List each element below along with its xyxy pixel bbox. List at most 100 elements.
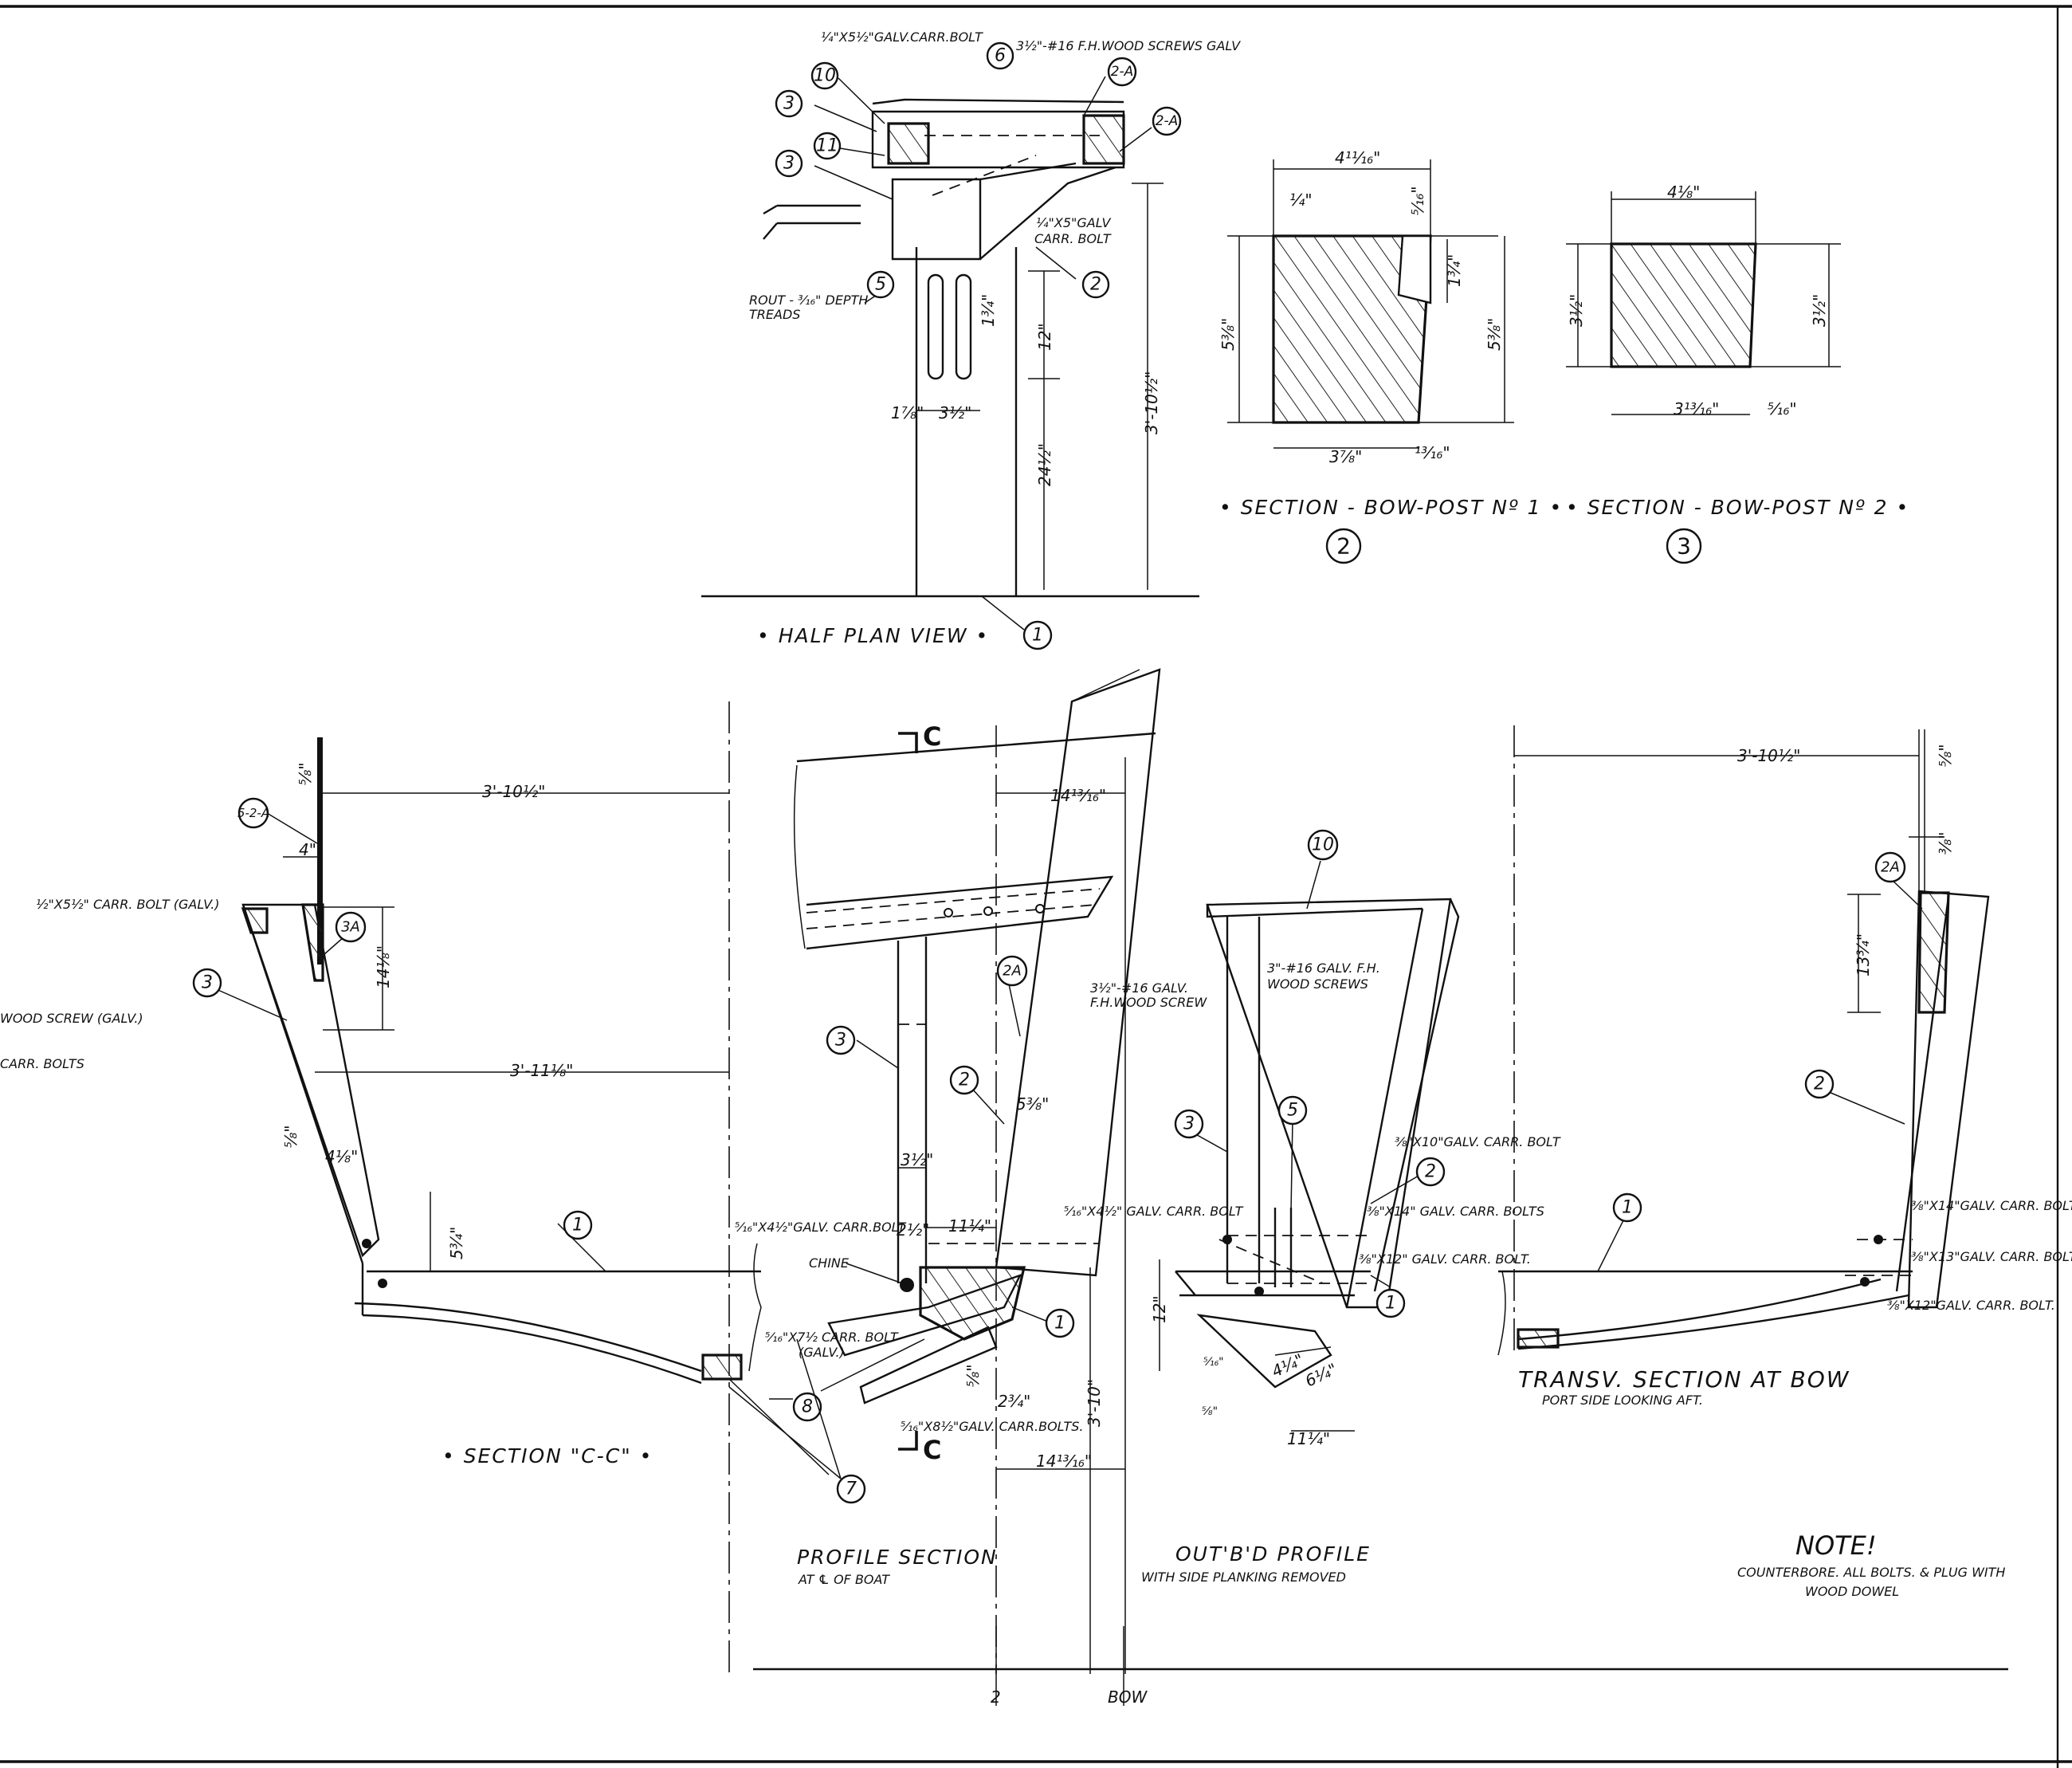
rout-note: ROUT - ³⁄₁₆" DEPTH <box>749 293 868 308</box>
bow-station-label: BOW <box>1108 1687 1148 1707</box>
callout-11 <box>813 132 842 160</box>
callout-6 <box>986 41 1014 70</box>
post2-height-left: 3½" <box>1567 294 1586 327</box>
note-line-1: COUNTERBORE. ALL BOLTS. & PLUG WITH <box>1737 1565 2005 1580</box>
callout-3-outbd <box>1174 1109 1204 1139</box>
callout-10-outbd <box>1307 829 1339 861</box>
svg-text:1: 1 <box>1622 1198 1633 1218</box>
svg-text:1: 1 <box>1032 626 1043 646</box>
post1-dim-5-16: ⁵⁄₁₆" <box>1408 186 1427 215</box>
svg-text:10: 10 <box>814 66 836 86</box>
outbd-bolt-4-note: ⁵⁄₁₆"X4½" GALV. CARR. BOLT <box>1064 1204 1244 1219</box>
dim-12: 12" <box>1035 323 1054 351</box>
svg-text:5-2-A: 5-2-A <box>237 806 269 820</box>
profile-dim-3-1-2: 3½" <box>901 1150 933 1169</box>
svg-text:2: 2 <box>1425 1162 1436 1182</box>
callout-2a <box>1107 57 1137 87</box>
plan-galv-bolt-note: ¼"X5"GALV <box>1036 215 1111 230</box>
profile-screw-note-2: F.H.WOOD SCREW <box>1090 995 1207 1010</box>
sheet-frame: 2 BOW <box>0 5 2072 1768</box>
bow-post-1-section: 4¹¹⁄₁₆" ¼" ⁵⁄₁₆" 1¾" 5⅜" 5⅜" 3⅞" ¹³⁄₁₆" … <box>1218 148 1561 564</box>
profile-dim-2-1-2: 2½" <box>897 1220 929 1240</box>
callout-5 <box>866 270 895 299</box>
svg-text:1: 1 <box>1054 1314 1065 1334</box>
cc-dim-3-10-1-2: 3'-10½" <box>482 782 545 801</box>
half-plan-view: 10 6 2-A 2-A 3 11 3 5 2 1 ¼"X5½"GALV.CAR… <box>701 29 1241 650</box>
dim-3-10-1-2: 3'-10½" <box>1142 371 1161 434</box>
post2-height-right: 3½" <box>1810 294 1829 327</box>
cc-carr-bolt-note: ½"X5½" CARR. BOLT (GALV.) <box>36 897 220 912</box>
cut-mark-top: C <box>923 721 941 752</box>
svg-text:2: 2 <box>1814 1075 1825 1094</box>
cc-dim-4: 4" <box>299 840 316 859</box>
profile-dim-2-3-4: 2¾" <box>998 1392 1030 1411</box>
callout-2a-transv <box>1874 851 1906 883</box>
transverse-section: 2A 2 1 ⅜"X14"GALV. CARR. BOLT ⅜"X13"GALV… <box>1497 725 2072 1408</box>
svg-text:3: 3 <box>1183 1114 1195 1134</box>
svg-text:2-A: 2-A <box>1111 64 1134 80</box>
post1-height-right: 5⅜" <box>1485 318 1504 351</box>
outbd-title: OUT'B'D PROFILE <box>1175 1542 1371 1566</box>
callout-3-cc <box>192 968 222 998</box>
cc-carr-bolts-note: CARR. BOLTS <box>0 1056 84 1071</box>
svg-text:2A: 2A <box>1003 963 1022 980</box>
outbd-dim-11-1-4: 11¼" <box>1287 1429 1330 1448</box>
profile-title: PROFILE SECTION <box>797 1546 998 1569</box>
callout-2 <box>1081 270 1110 299</box>
svg-text:2: 2 <box>959 1071 970 1090</box>
transv-dim-5-8: ⅝" <box>1936 744 1955 767</box>
post2-number: 3 <box>1677 533 1691 560</box>
profile-dim-11-1-4: 11¼" <box>948 1216 991 1236</box>
cc-dim-5-3-4: 5¾" <box>447 1227 466 1259</box>
svg-text:3: 3 <box>783 94 795 114</box>
dim-24-1-2: 24½" <box>1035 443 1054 486</box>
chine-label: CHINE <box>809 1255 850 1271</box>
outbd-bolt-10-note: ⅜"X10"GALV. CARR. BOLT <box>1395 1134 1561 1149</box>
post2-width-bottom: 3¹³⁄₁₆" <box>1674 399 1719 418</box>
outbd-profile: 10 3 5 2 1 3"-#16 GALV. F.H. WOOD SCREWS… <box>1064 829 1561 1585</box>
profile-dim-5-8: ⅝" <box>963 1364 983 1387</box>
callout-2-transv <box>1804 1069 1835 1099</box>
callout-3 <box>775 89 803 118</box>
svg-text:2A: 2A <box>1881 859 1900 876</box>
outbd-dim-4-1-4: 4¼" <box>1269 1350 1307 1381</box>
note-line-2: WOOD DOWEL <box>1805 1584 1899 1599</box>
svg-text:5: 5 <box>875 275 886 295</box>
callout-2a-profile <box>996 955 1028 987</box>
svg-text:3A: 3A <box>341 919 360 936</box>
section-cc-title: • SECTION "C-C" • <box>442 1444 653 1467</box>
post1-width-bottom: 3⅞" <box>1329 447 1362 466</box>
post2-dim-5-16: ⁵⁄₁₆" <box>1768 399 1797 418</box>
outbd-dim-5-8: ⅝" <box>1202 1405 1218 1418</box>
profile-dim-3-10: 3'-10" <box>1085 1379 1104 1427</box>
station-2-label: 2 <box>991 1687 1001 1707</box>
svg-text:1: 1 <box>572 1216 583 1236</box>
svg-text:3: 3 <box>835 1031 846 1051</box>
dim-3-1-2: 3½" <box>939 403 971 422</box>
post1-number-circle <box>1325 528 1362 564</box>
callout-7 <box>836 1474 866 1504</box>
svg-text:5: 5 <box>1287 1101 1298 1121</box>
profile-screw-note: 3½"-#16 GALV. <box>1090 980 1188 996</box>
cc-dim-5-8-lower: ⅝" <box>281 1125 300 1148</box>
note-title: NOTE! <box>1795 1530 1877 1561</box>
transv-title: TRANSV. SECTION AT BOW <box>1518 1366 1850 1393</box>
cc-dim-3-11-1-8: 3'-11⅛" <box>510 1061 573 1080</box>
outbd-screw-note: 3"-#16 GALV. F.H. <box>1267 961 1380 976</box>
callout-2-outbd <box>1415 1157 1446 1187</box>
profile-section: C C 2A 3 2 1 3½"-#16 GALV. F.H.WOOD SCRE… <box>735 668 1207 1674</box>
callout-2a-secondary <box>1152 106 1182 136</box>
svg-text:1: 1 <box>1385 1294 1396 1314</box>
svg-text:3: 3 <box>202 973 213 993</box>
cc-dim-5-8: ⅝" <box>296 762 315 785</box>
transv-dim-3-10-1-2: 3'-10½" <box>1737 746 1800 765</box>
callout-1-transv <box>1612 1192 1642 1223</box>
outbd-dim-6-1-4: 6¼" <box>1302 1359 1340 1390</box>
callout-1-profile <box>1045 1308 1075 1338</box>
cc-wood-screw-note: WOOD SCREW (GALV.) <box>0 1011 143 1026</box>
post1-width-top: 4¹¹⁄₁₆" <box>1335 148 1380 167</box>
profile-galv-note: (GALV.) <box>799 1345 845 1360</box>
svg-text:2-A: 2-A <box>1156 113 1179 129</box>
note-block: NOTE! COUNTERBORE. ALL BOLTS. & PLUG WIT… <box>1737 1530 2005 1599</box>
